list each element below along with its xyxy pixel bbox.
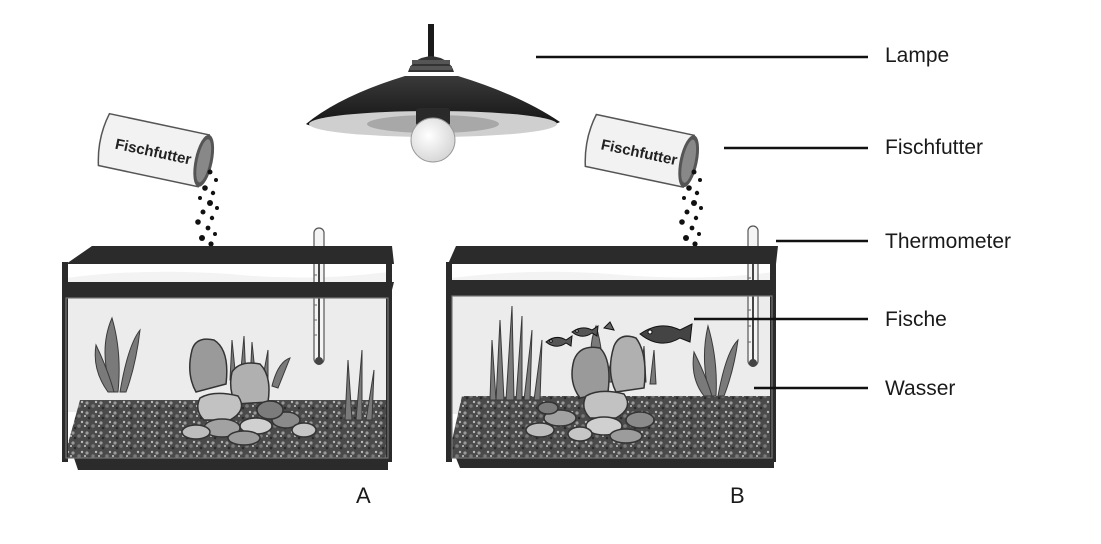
tank-b-label: B <box>730 483 745 508</box>
fish-small-1 <box>545 334 573 347</box>
label-water: Wasser <box>885 377 955 400</box>
fish-group <box>545 321 693 347</box>
lamp <box>306 24 560 163</box>
tank-a-label: A <box>356 483 371 508</box>
fish-small-2 <box>571 324 599 337</box>
plants-a <box>94 316 375 421</box>
aquarium-b: B <box>446 225 778 508</box>
label-thermometer: Thermometer <box>885 230 1011 253</box>
plants-b <box>489 305 739 401</box>
light-bulb <box>410 117 456 163</box>
fish-large <box>639 323 693 344</box>
lamp-cord <box>428 24 434 60</box>
fish-food-can-b: Fischfutter <box>584 113 700 189</box>
label-fish-food: Fischfutter <box>885 136 983 159</box>
rocks-a <box>181 338 317 446</box>
legend-labels: Lampe Fischfutter Thermometer Fische Was… <box>536 44 1011 400</box>
label-fish: Fische <box>885 308 947 331</box>
rocks-b <box>525 335 655 444</box>
falling-food-b <box>679 169 703 274</box>
frame-b <box>446 246 778 468</box>
aquarium-a: A <box>62 227 394 508</box>
label-lamp: Lampe <box>885 44 949 67</box>
fish-food-can-a: Fischfutter <box>97 112 215 188</box>
fish-small-3 <box>602 321 615 331</box>
frame-a <box>62 246 394 470</box>
